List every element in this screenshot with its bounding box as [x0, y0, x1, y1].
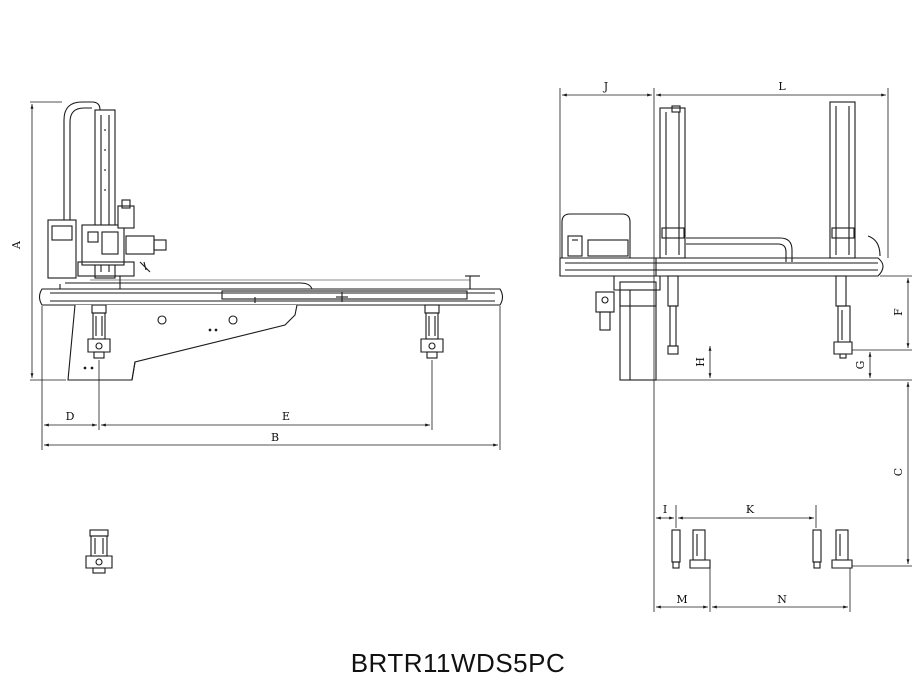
dim-label-c: C [892, 468, 905, 476]
dim-label-n: N [777, 593, 787, 606]
dim-label-d: D [66, 410, 75, 423]
front-column-left [659, 105, 686, 259]
side-view [38, 101, 504, 381]
dim-label-h: H [694, 357, 707, 367]
dim-label-l: L [778, 80, 786, 93]
dim-label-b: B [271, 431, 279, 444]
dim-label-i: I [663, 503, 667, 516]
dim-label-a: A [10, 240, 23, 250]
front-column-right [829, 101, 881, 259]
support-frame [67, 304, 298, 381]
front-beam [559, 257, 884, 277]
gripper-left [87, 304, 111, 359]
dim-label-k: K [746, 503, 755, 516]
dim-label-e: E [282, 410, 290, 423]
dim-label-f: F [892, 308, 905, 316]
carriage-motor [47, 199, 167, 289]
front-view [559, 101, 884, 381]
front-cable-carrier [686, 237, 793, 262]
model-caption: BRTR11WDS5PC [350, 648, 566, 678]
gripper-right [420, 304, 444, 359]
front-gripper-detail [671, 529, 853, 569]
front-motor-housing [561, 213, 631, 259]
gripper-detail [85, 529, 113, 574]
dim-label-g: G [854, 361, 867, 370]
dim-label-j: J [603, 80, 608, 93]
front-gripper-right [833, 275, 853, 359]
front-view-dimensions [559, 88, 912, 612]
side-view-dimension-letters: A D E B [10, 240, 290, 444]
dim-label-m: M [676, 593, 687, 606]
front-gripper-left [667, 275, 679, 355]
traverse-beam [38, 275, 504, 306]
front-pedestal [595, 275, 661, 381]
front-view-dimension-letters: J L F G H C I K M N [603, 80, 905, 606]
side-view-dimensions [30, 101, 501, 450]
